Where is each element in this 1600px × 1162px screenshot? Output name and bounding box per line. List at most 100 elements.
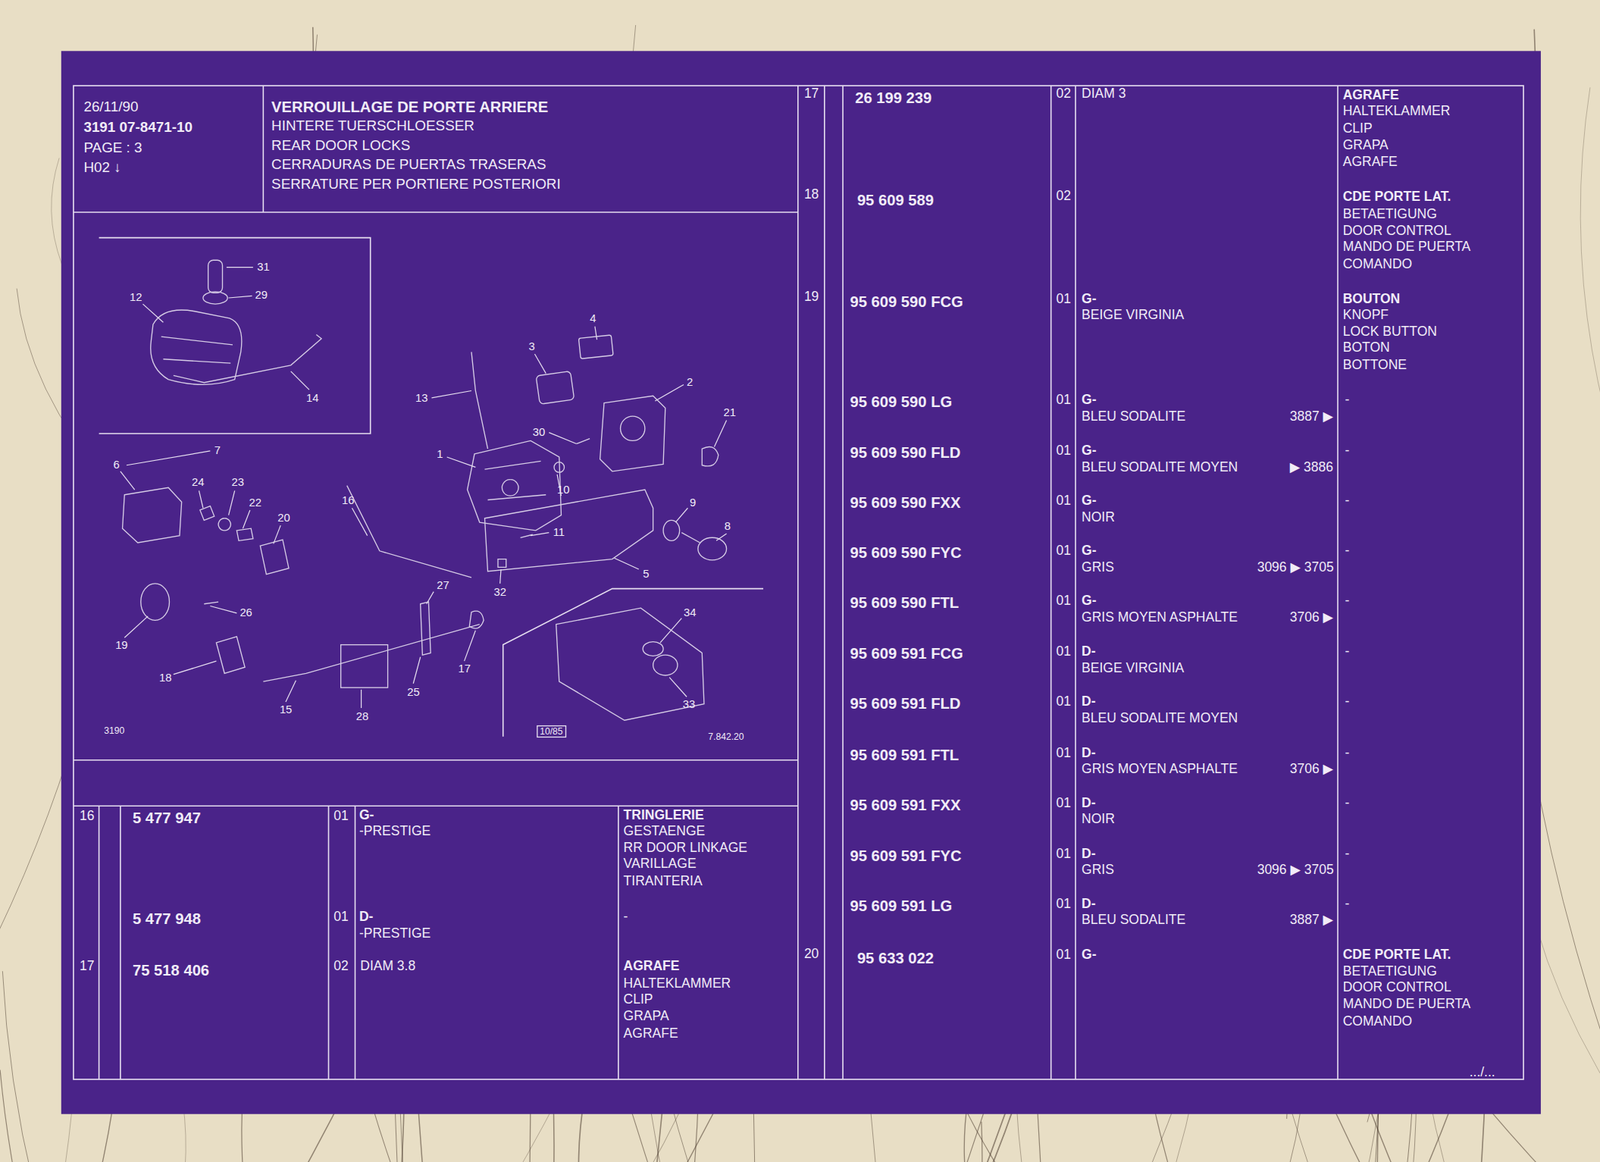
table-cell: 16 xyxy=(79,808,94,824)
line-art xyxy=(654,384,684,401)
line-art xyxy=(520,438,591,539)
line-art xyxy=(484,460,546,500)
table-heading: AGRAFE xyxy=(1343,87,1400,104)
table-cell: 02 xyxy=(333,958,348,974)
table-cell: 01 xyxy=(1055,493,1071,509)
callout-number: 23 xyxy=(231,475,245,489)
part-number: 95 609 591 FLD xyxy=(849,695,961,713)
exploded-view xyxy=(122,259,727,721)
line-art xyxy=(701,447,719,467)
table-heading: CDE PORTE LAT. xyxy=(1343,947,1452,963)
header-text: H02 ↓ xyxy=(83,156,253,178)
part-number: 95 609 590 FLD xyxy=(849,443,961,461)
line-art xyxy=(273,525,281,544)
table-cell: - xyxy=(1344,493,1350,509)
part-number: 95 609 591 FTL xyxy=(849,745,959,764)
table-cell: ▶ 3886 xyxy=(1290,460,1334,476)
line-art xyxy=(594,326,598,340)
table-heading: D- xyxy=(1081,896,1096,912)
table-cell: - xyxy=(1344,593,1350,609)
line-art xyxy=(1050,85,1053,1080)
part-number: 95 609 590 FTL xyxy=(849,593,959,611)
line-art xyxy=(73,211,799,213)
line-art xyxy=(620,416,646,441)
callout-number: 16 xyxy=(341,493,354,507)
table-heading: BOUTON xyxy=(1343,291,1401,307)
line-art xyxy=(226,266,254,268)
callout-number: 11 xyxy=(553,525,565,539)
line-art xyxy=(500,569,501,584)
callout-number: 30 xyxy=(532,425,545,439)
line-art xyxy=(653,654,678,676)
table-cell: BLEU SODALITE MOYEN xyxy=(1081,710,1238,727)
part-number: 95 609 591 FXX xyxy=(849,795,961,814)
table-cell: GESTAENGE xyxy=(623,823,706,840)
table-cell: 18 xyxy=(804,187,819,204)
table-cell: - xyxy=(1344,695,1350,711)
table-heading: G- xyxy=(1081,543,1096,559)
table-cell: 01 xyxy=(1055,291,1071,307)
line-art xyxy=(200,506,289,575)
table-cell: GRIS xyxy=(1081,863,1115,879)
line-art xyxy=(124,616,148,638)
line-art xyxy=(426,591,434,605)
line-art xyxy=(73,759,799,761)
line-art xyxy=(431,390,472,398)
table-cell: DIAM 3 xyxy=(1081,86,1126,102)
part-number: 95 609 590 FYC xyxy=(849,543,962,561)
table-cell: 3096 ▶ 3705 xyxy=(1257,560,1334,576)
table-cell: - xyxy=(1344,896,1350,912)
callout-number: 32 xyxy=(494,585,507,599)
line-art xyxy=(120,471,135,490)
table-heading: G- xyxy=(1081,947,1096,963)
line-art xyxy=(548,432,577,445)
table-cell: - xyxy=(1344,795,1350,811)
line-art xyxy=(713,420,727,448)
line-art xyxy=(420,559,507,656)
table-cell: 02 xyxy=(1055,86,1071,102)
table-cell: COMANDO xyxy=(1343,1014,1413,1030)
part-number: 95 609 591 FCG xyxy=(849,645,963,663)
table-cell: VARILLAGE xyxy=(623,857,697,873)
line-art xyxy=(203,291,228,304)
line-art xyxy=(698,537,727,561)
table-heading: D- xyxy=(1081,695,1096,711)
line-art xyxy=(464,630,476,661)
callout-number: 22 xyxy=(248,495,261,509)
drawing-date: 10/85 xyxy=(536,725,566,739)
table-cell: DIAM 3.8 xyxy=(360,958,416,974)
table-cell: GRIS MOYEN ASPHALTE xyxy=(1081,761,1238,777)
line-art xyxy=(535,371,575,405)
table-cell: - xyxy=(1344,443,1350,459)
table-cell: GRAPA xyxy=(1343,137,1389,154)
table-cell: - xyxy=(1344,846,1350,862)
line-art xyxy=(208,259,223,293)
line-art xyxy=(341,645,389,689)
table-cell: BEIGE VIRGINIA xyxy=(1081,660,1184,677)
callout-number: 7 xyxy=(214,443,221,457)
table-cell: BETAETIGUNG xyxy=(1343,964,1438,980)
callout-number: 21 xyxy=(723,406,736,420)
drawing-reference: 3190 xyxy=(103,725,125,736)
line-art xyxy=(263,85,265,213)
line-art xyxy=(556,607,705,721)
callout-number: 1 xyxy=(436,447,443,461)
callout-number: 28 xyxy=(356,710,369,724)
callout-number: 10 xyxy=(557,483,570,497)
header-reference-cell: 26/11/903191 07-8471-10PAGE : 3H02 ↓ xyxy=(73,85,264,213)
table-cell: MANDO DE PUERTA xyxy=(1343,239,1472,255)
table-cell: 3887 ▶ xyxy=(1290,409,1334,425)
line-art xyxy=(263,624,480,682)
line-art xyxy=(291,371,310,390)
line-art xyxy=(1074,85,1077,1080)
part-number: 95 609 590 LG xyxy=(849,392,952,411)
line-art xyxy=(126,450,210,466)
table-cell: 01 xyxy=(1055,947,1071,963)
callout-number: 34 xyxy=(683,605,696,619)
table-cell: NOIR xyxy=(1081,811,1115,827)
line-art xyxy=(228,295,253,298)
table-heading: D- xyxy=(1081,846,1096,862)
scratch-mark xyxy=(633,1121,983,1162)
table-cell: LOCK BUTTON xyxy=(1343,324,1438,340)
table-cell: MANDO DE PUERTA xyxy=(1343,996,1472,1012)
